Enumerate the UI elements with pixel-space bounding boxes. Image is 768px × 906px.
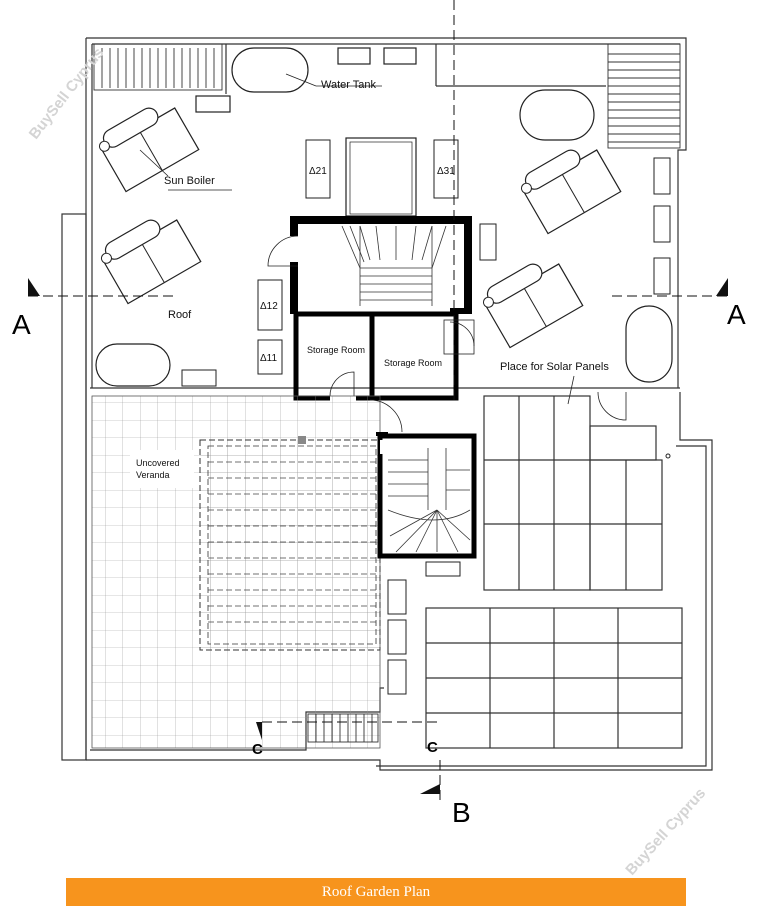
label-d12: Δ12 bbox=[260, 301, 278, 312]
tank-right bbox=[519, 89, 595, 141]
section-lines bbox=[28, 0, 728, 800]
roof-tank-left bbox=[95, 343, 171, 387]
veranda-label-2: Veranda bbox=[136, 470, 170, 480]
title-bar: Roof Garden Plan bbox=[66, 878, 686, 906]
sun-boiler-2 bbox=[95, 207, 202, 305]
veranda-label-1: Uncovered bbox=[136, 458, 180, 468]
watermark-bottom: BuySell Cyprus bbox=[622, 785, 709, 878]
water-tank bbox=[195, 47, 417, 113]
solar-panel-grid-upper bbox=[483, 395, 663, 591]
label-d31: Δ31 bbox=[437, 166, 455, 177]
top-right-stair bbox=[607, 43, 681, 149]
solar-panels-label: Place for Solar Panels bbox=[500, 361, 609, 373]
roof-garden-floor-plan: Water Tank Sun Boiler Δ21 Δ31 Δ12 Δ11 Ro… bbox=[12, 0, 746, 878]
section-a-right: A bbox=[727, 299, 746, 330]
box-d12 bbox=[257, 279, 283, 331]
veranda bbox=[91, 395, 381, 749]
top-left-stair bbox=[93, 43, 223, 91]
sun-boiler-3 bbox=[515, 137, 622, 235]
water-tank-label: Water Tank bbox=[321, 79, 377, 91]
solar-panel-grid-lower bbox=[425, 607, 683, 749]
roof-tank-right bbox=[625, 305, 673, 383]
roof-label: Roof bbox=[168, 309, 192, 321]
watermark-top: BuySell Cyprus bbox=[26, 45, 108, 143]
box-d21 bbox=[305, 139, 331, 199]
label-d21: Δ21 bbox=[309, 166, 327, 177]
sun-boiler-4 bbox=[477, 251, 584, 349]
bottom-stair bbox=[307, 713, 379, 743]
sun-boiler-leader bbox=[139, 149, 169, 177]
plan-title: Roof Garden Plan bbox=[321, 883, 431, 900]
section-c-left: C bbox=[252, 741, 263, 758]
sun-boiler-label: Sun Boiler bbox=[164, 175, 215, 187]
section-b: B bbox=[452, 797, 471, 828]
storage-room-1-label: Storage Room bbox=[307, 345, 365, 355]
section-markers bbox=[28, 278, 728, 794]
lower-stair-core bbox=[369, 391, 627, 577]
solar-leader bbox=[567, 375, 575, 405]
storage-room-2-label: Storage Room bbox=[384, 358, 442, 368]
label-d11: Δ11 bbox=[260, 353, 277, 364]
section-a-left: A bbox=[12, 309, 31, 340]
box-d11 bbox=[257, 339, 283, 375]
section-c-right: C bbox=[427, 739, 438, 756]
skylight bbox=[345, 137, 417, 217]
upper-stair-core bbox=[267, 216, 472, 314]
